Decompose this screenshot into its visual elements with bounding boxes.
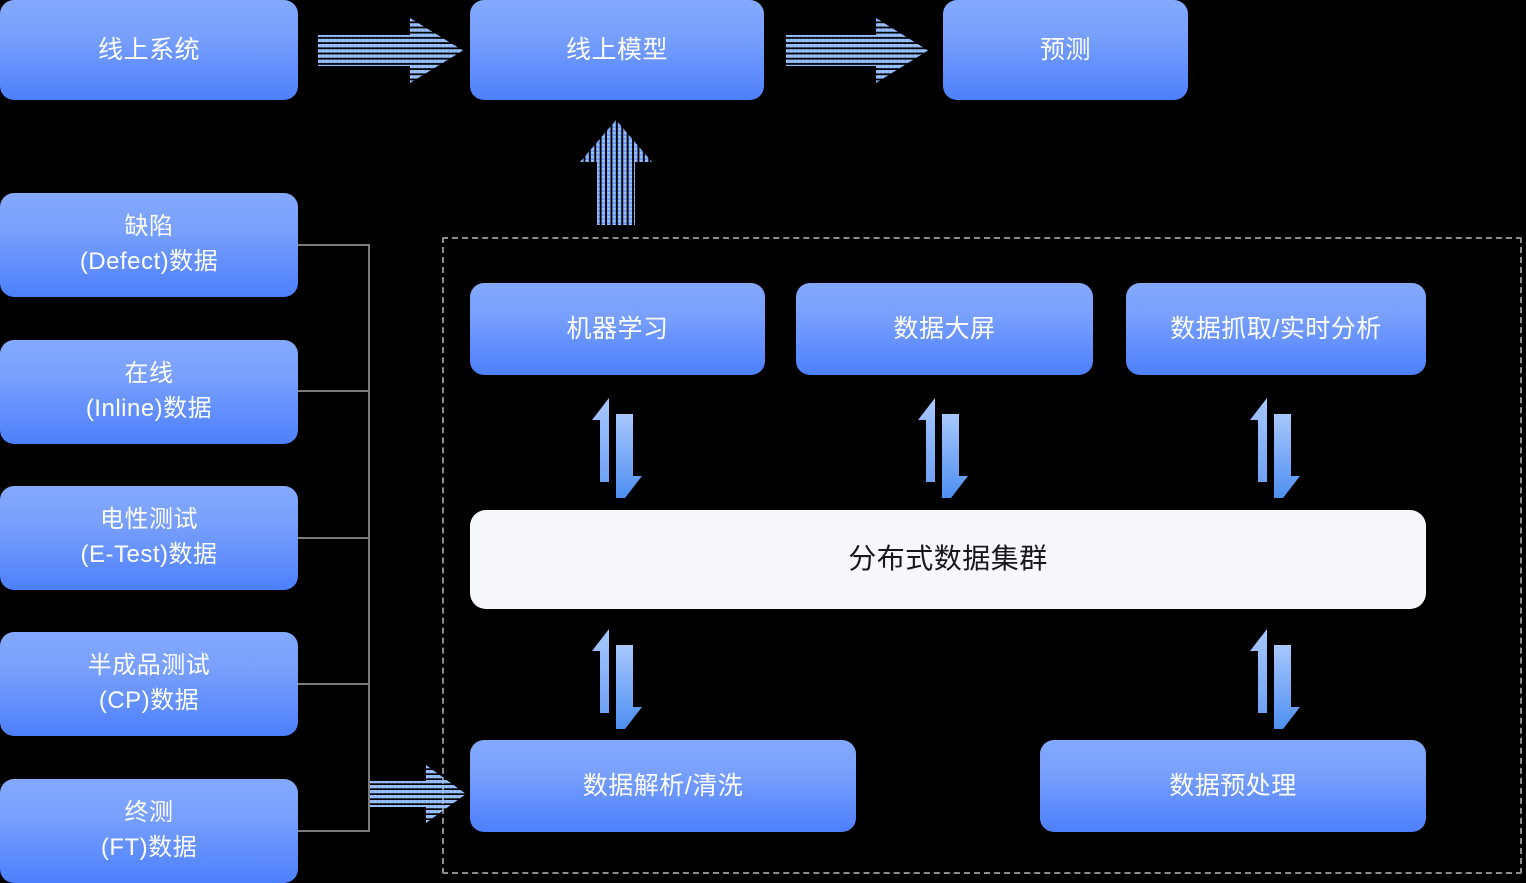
arrow-bidirectional-cluster-parse-clean [592,629,646,729]
card-data-source-etest[interactable]: 电性测试 (E-Test)数据 [0,486,298,590]
arrow-bidirectional-cluster-preprocess [1250,629,1304,729]
card-data-parse-clean-label: 数据解析/清洗 [582,771,744,800]
card-data-source-inline-line2: (Inline)数据 [85,395,213,422]
card-data-dashboard-label: 数据大屏 [893,314,996,343]
card-online-system-label: 线上系统 [97,35,200,64]
card-data-source-defect[interactable]: 缺陷 (Defect)数据 [0,193,298,297]
card-data-source-cp-line2: (CP)数据 [98,687,200,714]
arrow-bidirectional-capture-cluster [1250,398,1304,498]
bracket-h-inline [298,390,370,392]
card-data-source-cp[interactable]: 半成品测试 (CP)数据 [0,632,298,736]
bracket-h-etest [298,537,370,539]
card-prediction-label: 预测 [1039,35,1091,64]
arrow-sources-to-platform [370,765,466,823]
card-data-source-inline[interactable]: 在线 (Inline)数据 [0,340,298,444]
card-prediction[interactable]: 预测 [943,0,1188,100]
card-data-source-ft[interactable]: 终测 (FT)数据 [0,779,298,883]
card-data-parse-clean[interactable]: 数据解析/清洗 [470,740,856,832]
arrow-bidirectional-dashboard-cluster [918,398,972,498]
arrow-platform-to-model [580,120,652,225]
card-data-source-ft-line2: (FT)数据 [100,834,198,861]
bracket-h-defect [298,244,370,246]
card-online-model-label: 线上模型 [565,35,668,64]
bracket-vertical-spine [368,244,370,832]
card-data-source-defect-line1: 缺陷 [124,213,174,241]
card-data-source-cp-line1: 半成品测试 [87,652,211,680]
card-machine-learning-label: 机器学习 [566,314,669,343]
arrow-system-to-model [318,18,463,83]
card-data-source-inline-line1: 在线 [124,360,174,388]
card-data-preprocess-label: 数据预处理 [1169,771,1297,800]
card-data-capture-realtime-analysis[interactable]: 数据抓取/实时分析 [1126,283,1426,375]
platform-boundary [442,237,1522,874]
card-data-dashboard[interactable]: 数据大屏 [796,283,1093,375]
card-machine-learning[interactable]: 机器学习 [470,283,765,375]
card-data-source-ft-line1: 终测 [124,799,174,827]
bracket-h-cp [298,683,370,685]
card-data-preprocess[interactable]: 数据预处理 [1040,740,1426,832]
card-data-source-defect-line2: (Defect)数据 [79,248,219,275]
bracket-h-ft [298,830,370,832]
card-data-source-etest-line1: 电性测试 [100,506,198,534]
card-data-capture-realtime-analysis-label: 数据抓取/实时分析 [1170,314,1382,343]
arrow-model-to-prediction [786,18,928,83]
arrow-bidirectional-ml-cluster [592,398,646,498]
card-online-model[interactable]: 线上模型 [470,0,764,100]
card-data-source-etest-line2: (E-Test)数据 [80,541,218,568]
card-distributed-data-cluster-label: 分布式数据集群 [848,543,1048,575]
card-online-system[interactable]: 线上系统 [0,0,298,100]
card-distributed-data-cluster[interactable]: 分布式数据集群 [470,510,1426,609]
